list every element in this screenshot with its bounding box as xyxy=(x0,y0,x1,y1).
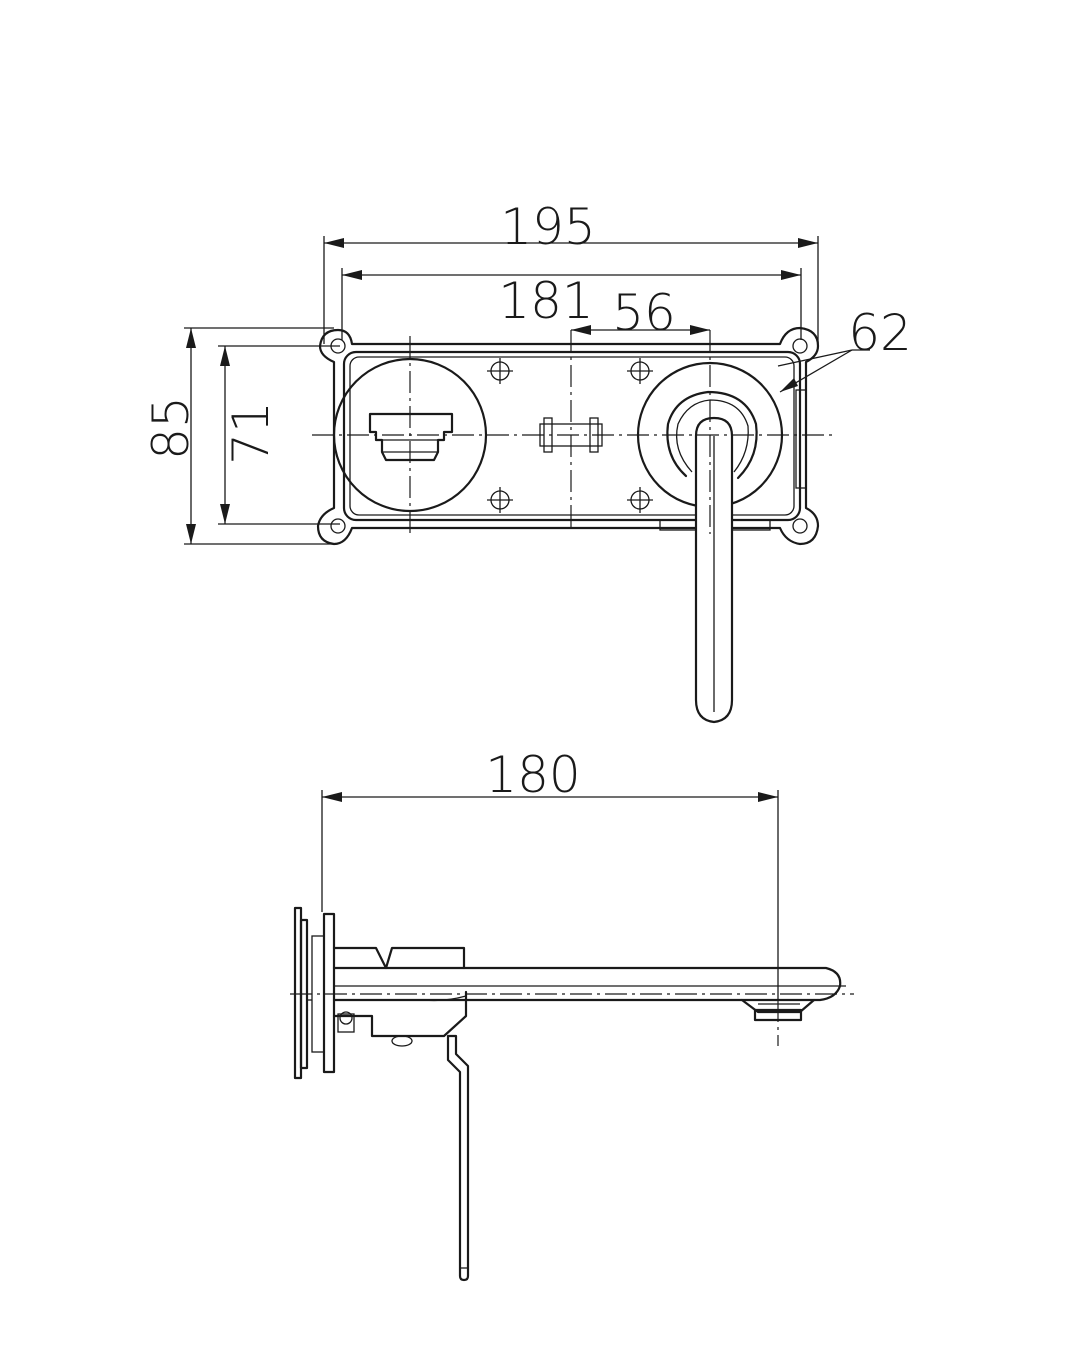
nut-bolt xyxy=(339,1011,353,1025)
screw-bottom-left xyxy=(487,487,513,513)
mounting-flange xyxy=(322,912,336,1074)
mounting-hole-bottom-right xyxy=(792,518,808,534)
dimension-195-label: 195 xyxy=(500,198,595,256)
dimension-71: 71 xyxy=(218,345,340,525)
inner-box xyxy=(342,350,802,522)
spout xyxy=(332,966,842,1002)
side-view xyxy=(290,906,854,1282)
dimension-85-label: 85 xyxy=(142,396,200,460)
dimension-56-label: 56 xyxy=(612,284,676,342)
dimension-195: 195 xyxy=(323,198,819,344)
valve-body xyxy=(332,946,466,970)
front-view xyxy=(312,326,832,724)
side-lever xyxy=(446,1034,470,1282)
dimension-62-label: 62 xyxy=(848,304,912,362)
nut xyxy=(337,1013,355,1033)
dimension-180: 180 xyxy=(321,746,779,1000)
valve-body-lower xyxy=(332,990,468,1038)
side-tab-right xyxy=(795,389,807,489)
spout-lower-curve xyxy=(423,995,467,1002)
dimension-71-label: 71 xyxy=(222,401,280,465)
cartridge-bottom xyxy=(391,1035,413,1047)
mounting-hole-top-right xyxy=(792,338,808,354)
screw-top-right xyxy=(627,358,653,384)
screw-bottom-right xyxy=(627,487,653,513)
mounting-hole-bottom-left xyxy=(330,518,346,534)
aerator xyxy=(740,998,816,1014)
dimension-180-label: 180 xyxy=(485,746,580,804)
dimension-56: 56 xyxy=(571,284,710,342)
dimension-85: 85 xyxy=(142,327,334,545)
dimension-181: 181 xyxy=(341,268,802,340)
handle-cap xyxy=(666,390,758,480)
inner-box-inset xyxy=(349,356,795,516)
dimension-181-label: 181 xyxy=(498,272,593,330)
dimension-62: 62 xyxy=(777,304,912,393)
diverter-knob xyxy=(368,412,454,462)
screw-top-left xyxy=(487,358,513,384)
